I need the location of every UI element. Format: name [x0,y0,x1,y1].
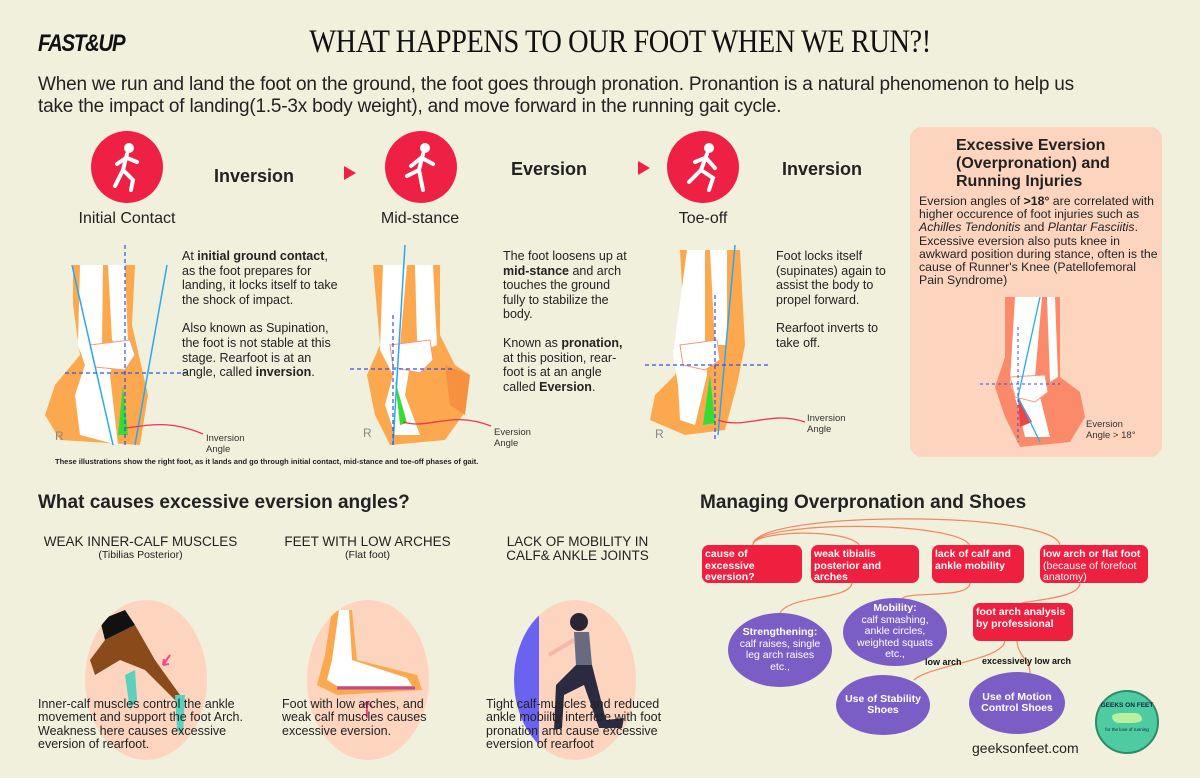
node-motion-control-shoes: Use of Motion Control Shoes [969,672,1065,734]
stage-label-toe-off: Toe-off [678,210,728,227]
node-lack-of-mobility: lack of calf and ankle mobility [932,545,1024,583]
footnote: These illustrations show the right foot,… [55,457,479,466]
node-stability-shoes: Use of Stability Shoes [836,675,930,735]
cause-text-mobility: Tight calf-muscles and reduced ankle mob… [486,697,662,751]
node-weak-tibialis: weak tibialis posterior and arches [811,545,919,583]
foot-illustration-overpronation [980,297,1085,447]
fastandup-logo: FAST&UP [38,30,126,57]
toe-off-description: Foot locks itself (supinates) again to a… [776,249,886,350]
runner-icon-toe-off [667,131,739,203]
foot-illustration-mid-stance: R [350,245,470,445]
managing-heading: Managing Overpronation and Shoes [700,492,1027,513]
cause-text-low-arches: Foot with low arches, and weak calf musc… [282,697,427,738]
excessive-eversion-panel: Excessive Eversion (Overpronation) and R… [910,127,1162,457]
stage-label-mid-stance: Mid-stance [380,210,460,227]
runner-icon-initial-contact [91,131,163,203]
cause-column-weak-calf: WEAK INNER-CALF MUSCLES (Tibilias Poster… [43,534,238,562]
phase-inversion-1: Inversion [214,166,295,186]
stage-label-initial-contact: Initial Contact [78,210,176,227]
panel-title: Excessive Eversion (Overpronation) and R… [956,137,1110,190]
geeks-on-feet-badge: GEEKS ON FEET for the love of running [1095,690,1159,754]
edge-label-low-arch: low arch [925,657,962,667]
arrow-right-icon [344,166,356,180]
mid-stance-description: The foot loosens up at mid-stance and ar… [503,249,627,394]
node-low-arch: low arch or flat foot(because of forefoo… [1040,545,1148,583]
cause-text-weak-calf: Inner-calf muscles control the ankle mov… [38,697,243,751]
edge-label-excessive: excessively low arch [982,656,1072,666]
initial-contact-description: At initial ground contact, as the foot p… [182,249,338,380]
side-label: R [655,427,664,441]
node-strengthening: Strengthening:calf raises, single leg ar… [728,613,832,687]
causes-heading: What causes excessive eversion angles? [38,492,410,513]
side-label: R [363,426,372,440]
shoe-icon [1112,713,1142,723]
website-link[interactable]: geeksonfeet.com [972,740,1079,756]
side-label: R [55,429,64,443]
phase-eversion: Eversion [511,159,588,179]
node-foot-arch-analysis: foot arch analysis by professional [973,603,1073,641]
cause-column-low-arches: FEET WITH LOW ARCHES (Flat foot) [284,534,451,562]
node-mobility: Mobility:calf smashing, ankle circles, w… [843,598,947,666]
intro-text: When we run and land the foot on the gro… [38,74,1074,117]
calf-stretch-illustration [85,600,207,760]
cause-column-mobility: LACK OF MOBILITY IN CALF& ANKLE JOINTS [506,534,649,563]
foot-illustration-toe-off: R [645,245,770,441]
arrow-right-icon [638,161,650,175]
page-title: WHAT HAPPENS TO OUR FOOT WHEN WE RUN?! [309,24,931,60]
phase-inversion-2: Inversion [782,159,863,179]
panel-text: Eversion angles of >18° are correlated w… [919,194,1158,288]
foot-illustration-initial-contact: R [45,245,190,445]
flat-foot-illustration [307,600,429,760]
node-cause-of-eversion: cause of excessive eversion? [702,545,802,583]
runner-icon-mid-stance [385,131,457,203]
